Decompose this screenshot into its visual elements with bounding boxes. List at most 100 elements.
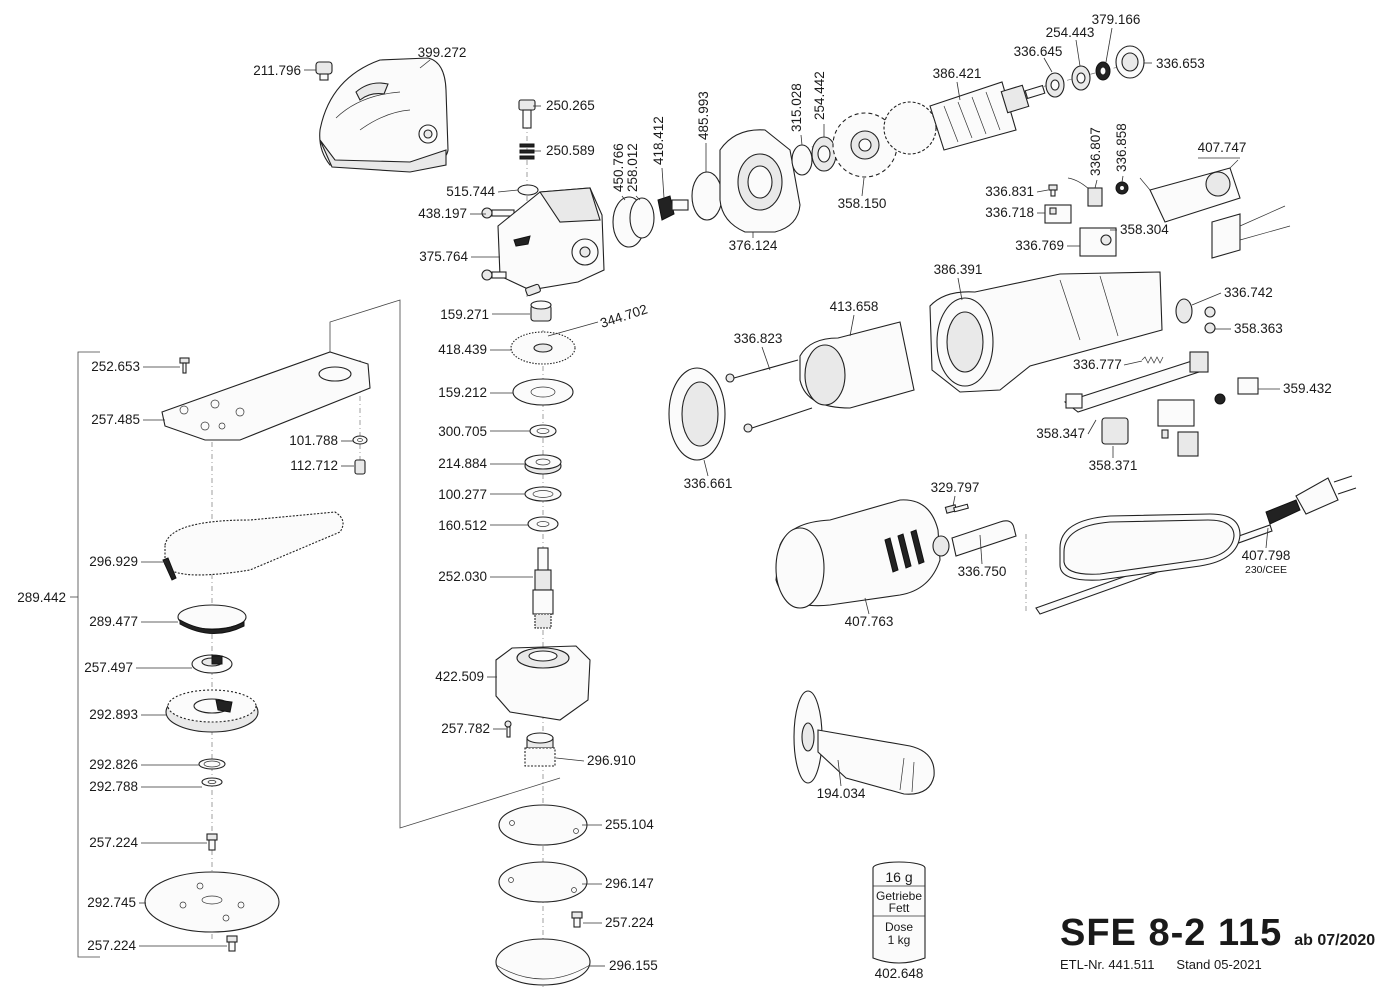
side-handle-194034 [793, 690, 935, 795]
stand-date: Stand 05-2021 [1176, 957, 1262, 972]
part-label-254.443: 254.443 [1046, 25, 1095, 40]
housing-422509 [495, 645, 591, 721]
grease-type-line2: Fett [889, 901, 910, 915]
grease-size-line1: Dose [885, 920, 913, 934]
part-label-252.653: 252.653 [91, 359, 140, 374]
screw-336823-lower [743, 407, 813, 433]
part-label-336.769: 336.769 [1015, 238, 1064, 253]
leader-line-329.797 [952, 495, 956, 507]
stator-413658 [799, 321, 915, 409]
leader-line-258.012 [635, 195, 641, 201]
leader-line-336.661 [703, 459, 709, 477]
bearing-254443 [1071, 65, 1091, 91]
part-label-258.012: 258.012 [625, 143, 640, 192]
o-ring-315028 [791, 144, 813, 176]
screw-375764-lower [481, 269, 507, 281]
o-ring-258012 [629, 197, 655, 239]
part-label-358.150: 358.150 [838, 196, 887, 211]
screw-358363-b [1204, 322, 1216, 334]
part-label-250.265: 250.265 [546, 98, 595, 113]
leader-line-399.272 [419, 59, 431, 69]
pin-257782 [504, 720, 512, 738]
brush-holder-336718 [1044, 204, 1072, 224]
leader-line-418.412 [661, 167, 665, 199]
grease-weight: 16 g [885, 869, 912, 885]
part-label-422.509: 422.509 [435, 669, 484, 684]
o-ring-485993 [691, 171, 723, 221]
mounting-plate [161, 351, 371, 441]
disc-289477 [177, 604, 247, 635]
o-ring-515744 [517, 184, 539, 196]
part-label-255.104: 255.104 [605, 817, 654, 832]
part-label-359.432: 359.432 [1283, 381, 1332, 396]
electronic-336769 [1079, 227, 1117, 257]
part-label-252.030: 252.030 [438, 569, 487, 584]
leader-line-344.702 [547, 321, 599, 337]
valid-from: ab 07/2020 [1294, 932, 1376, 949]
part-label-112.712: 112.712 [290, 458, 338, 473]
part-label-289.477: 289.477 [89, 614, 138, 629]
screw-336823-upper [725, 359, 799, 383]
disc-255104 [498, 804, 588, 846]
screw-329797 [944, 503, 969, 514]
screw-112712 [354, 459, 366, 475]
part-label-399.272: 399.272 [418, 45, 467, 60]
part-label-438.197: 438.197 [418, 206, 467, 221]
part-label-257.782: 257.782 [441, 721, 490, 736]
part-label-375.764: 375.764 [419, 249, 468, 264]
part-label-159.271: 159.271 [440, 307, 489, 322]
pinion-418412 [657, 195, 689, 221]
part-label-296.147: 296.147 [605, 876, 654, 891]
leader-lines [136, 27, 1280, 967]
part-label-250.589: 250.589 [546, 143, 595, 158]
part-label-257.224: 257.224 [89, 835, 138, 850]
part-label-336.777: 336.777 [1073, 357, 1122, 372]
leader-line-407.763 [864, 597, 870, 615]
part-label-376.124: 376.124 [729, 238, 778, 253]
part-label-418.439: 418.439 [438, 342, 487, 357]
part-label-344.702: 344.702 [598, 302, 649, 331]
leader-line-379.166 [1105, 27, 1113, 63]
part-label-386.421: 386.421 [933, 66, 982, 81]
part-label-194.034: 194.034 [817, 786, 866, 801]
part-label-292.788: 292.788 [89, 779, 138, 794]
part-label-336.750: 336.750 [958, 564, 1007, 579]
part-label-257.224: 257.224 [605, 915, 654, 930]
screw-358363-a [1204, 306, 1216, 318]
part-label-336.645: 336.645 [1014, 44, 1063, 59]
ring-336661 [668, 367, 726, 461]
housing-shell-407763 [775, 499, 941, 609]
leader-line-386.391 [957, 277, 963, 301]
leader-line-336.831 [1036, 189, 1049, 193]
part-label-379.166: 379.166 [1092, 12, 1141, 27]
part-label-336.718: 336.718 [985, 205, 1034, 220]
part-label-336.807: 336.807 [1088, 127, 1103, 176]
knob-211796 [315, 61, 333, 81]
part-label-336.831: 336.831 [985, 184, 1034, 199]
slide-358347 [1063, 351, 1209, 413]
washer-159212 [512, 378, 574, 406]
model-title: SFE 8-2 115 [1060, 912, 1283, 954]
part-label-160.512: 160.512 [438, 518, 487, 533]
leader-line-336.858 [1121, 175, 1124, 183]
switch-parts-359432 [1157, 377, 1259, 457]
nut-159271 [530, 300, 552, 322]
ring-292826 [198, 758, 226, 770]
sleeve-336750 [932, 520, 1017, 557]
ring-379166 [1095, 61, 1111, 81]
part-label-289.442: 289.442 [17, 590, 66, 605]
part-label-336.858: 336.858 [1114, 123, 1129, 172]
leader-line-386.421 [956, 81, 961, 101]
capacitor-358304 [1211, 205, 1291, 259]
part-label-407.798: 407.798 [1242, 548, 1291, 563]
bearing-254442 [811, 136, 837, 172]
screw-257224-b [226, 935, 238, 952]
screw-257224-a [206, 833, 218, 851]
flange-376124 [719, 129, 801, 233]
washer-292788 [201, 777, 223, 787]
part-label-254.442: 254.442 [812, 71, 827, 120]
bolt-250265 [518, 99, 536, 129]
leader-line-254.443 [1075, 39, 1081, 67]
